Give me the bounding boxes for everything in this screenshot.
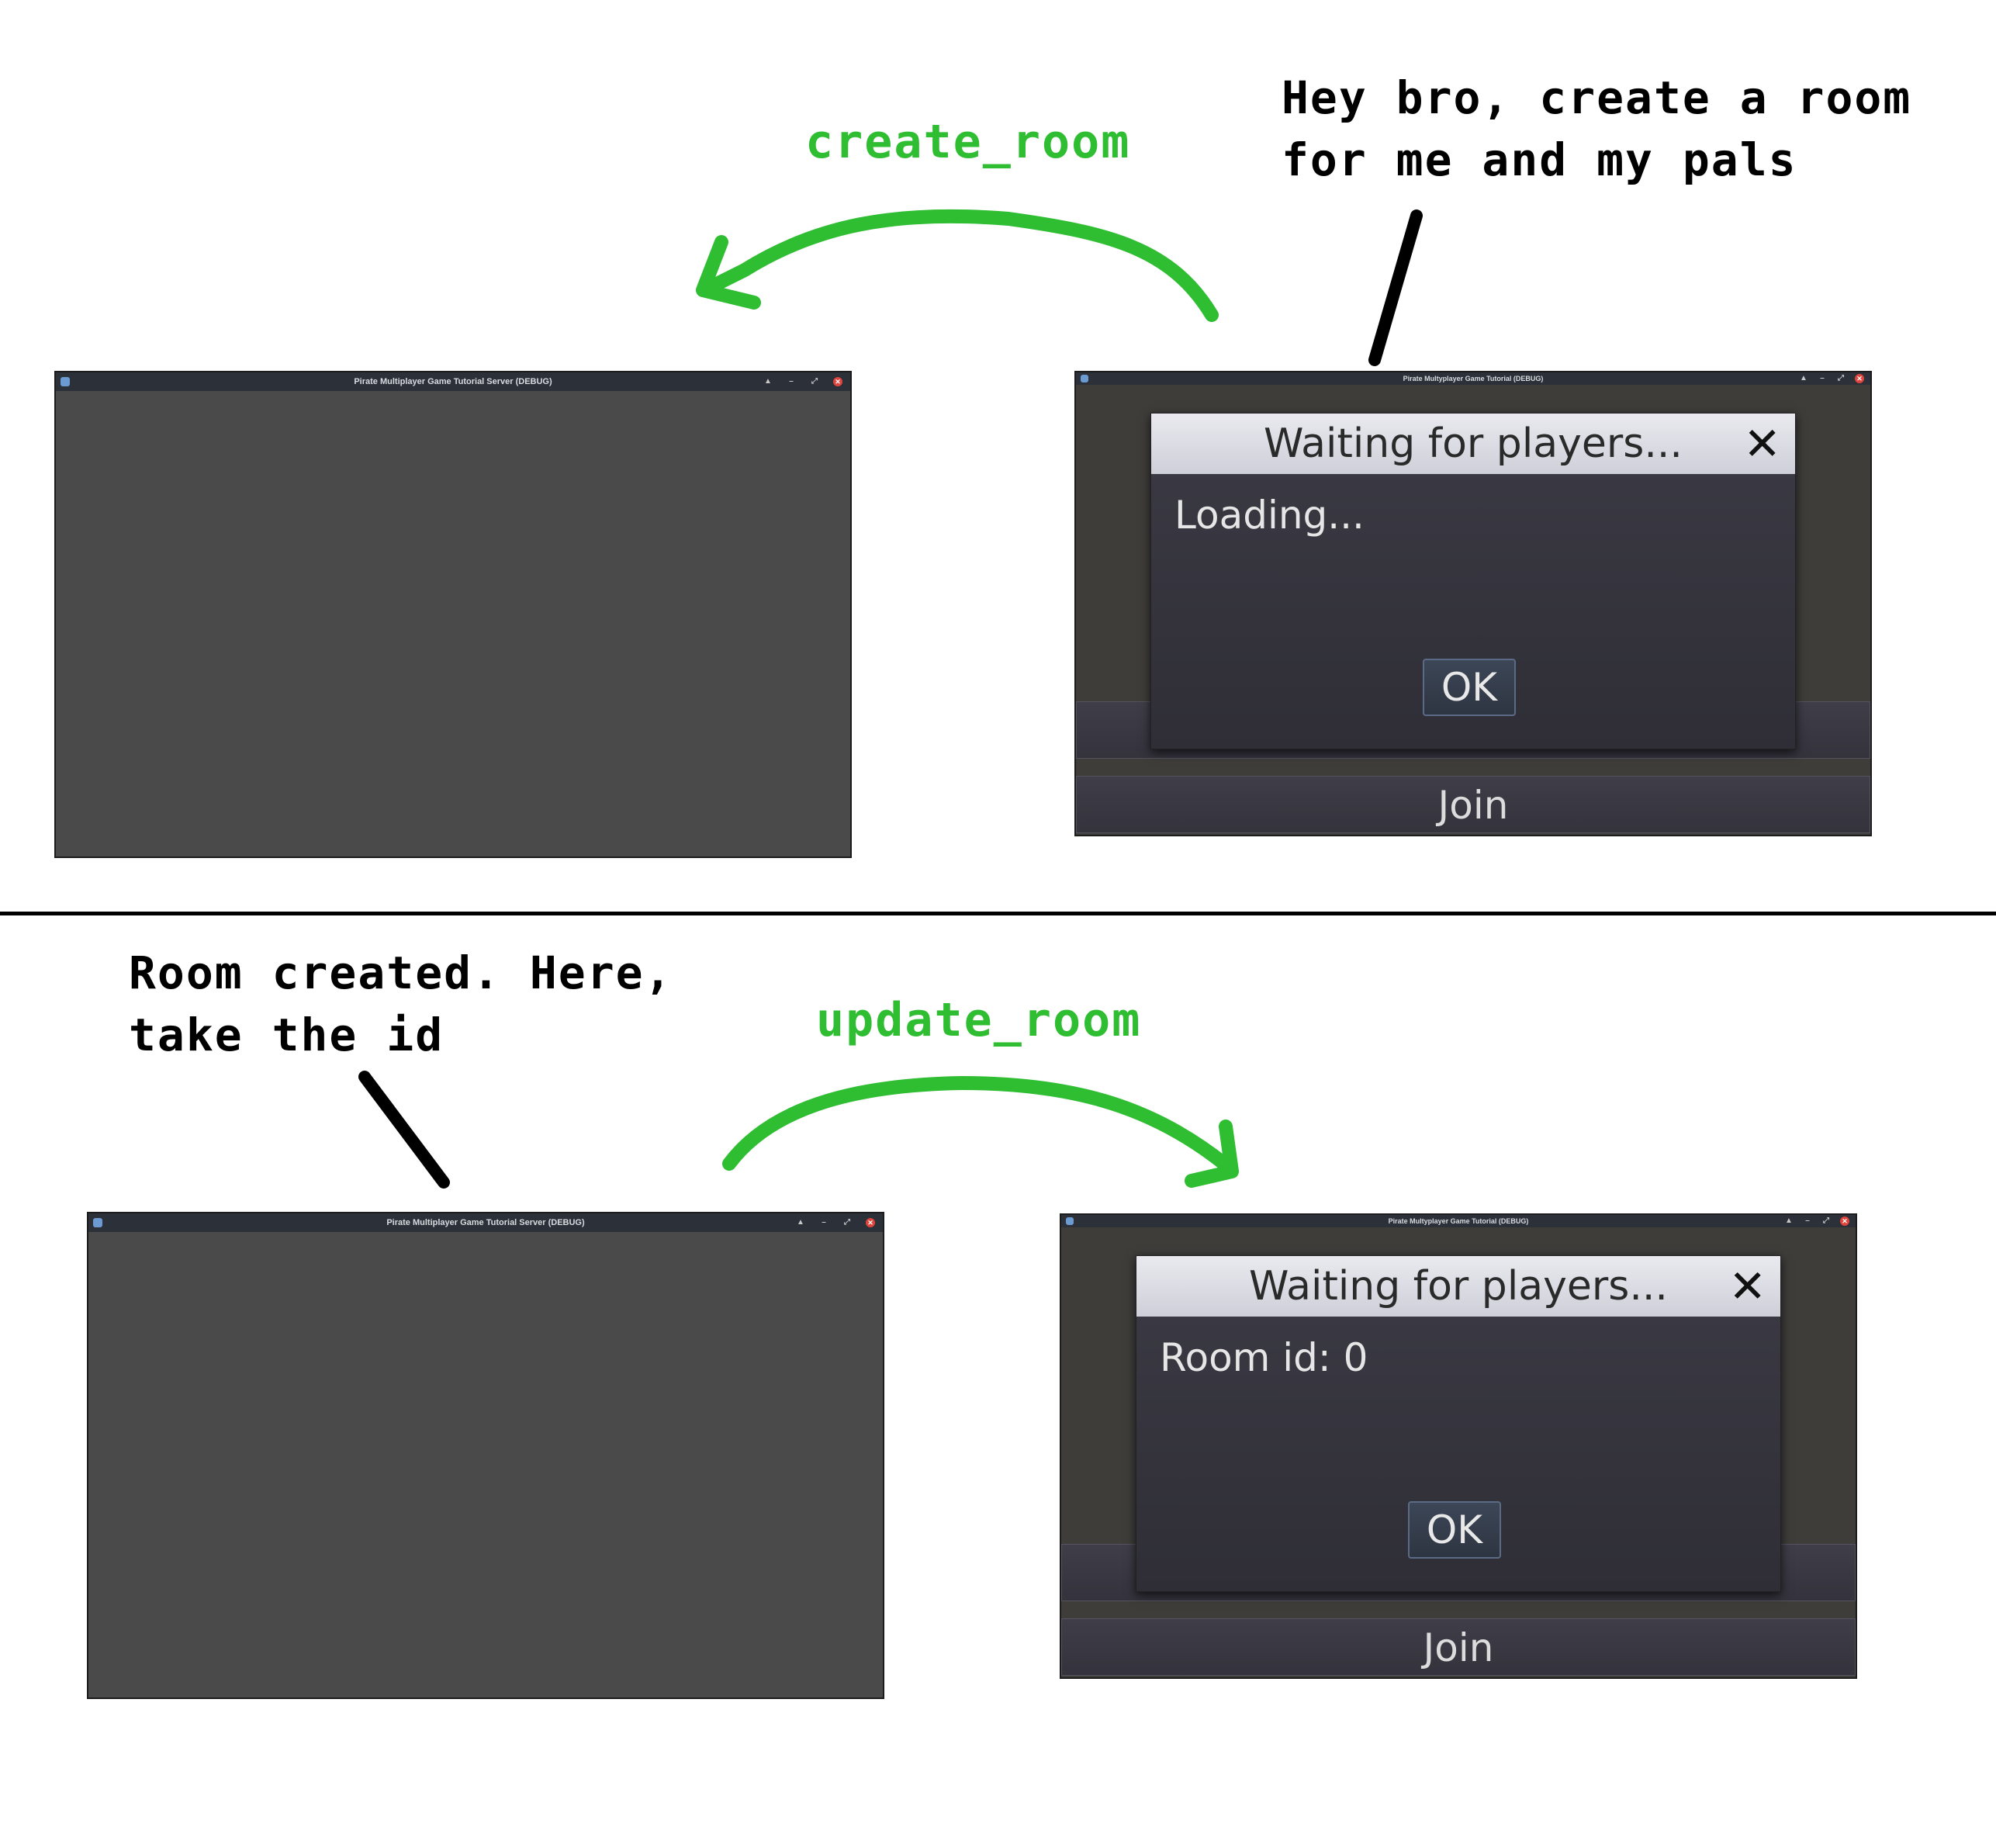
titlebar: Pirate Multiplayer Game Tutorial Server … <box>56 372 850 391</box>
close-icon[interactable]: ✕ <box>1840 1216 1849 1226</box>
keep-above-icon[interactable]: ▲ <box>797 1218 804 1227</box>
server-window-bottom: Pirate Multiplayer Game Tutorial Server … <box>87 1212 884 1699</box>
join-label: Join <box>1423 1625 1494 1670</box>
maximize-icon[interactable]: ⤢ <box>811 377 818 386</box>
titlebar: Pirate Multyplayer Game Tutorial (DEBUG)… <box>1076 372 1870 385</box>
ok-button[interactable]: OK <box>1423 659 1516 716</box>
app-icon <box>93 1218 102 1227</box>
app-icon <box>1081 375 1088 382</box>
window-title: Pirate Multiplayer Game Tutorial Server … <box>386 1218 585 1227</box>
minimize-icon[interactable]: – <box>1820 374 1825 382</box>
ok-button[interactable]: OK <box>1408 1501 1501 1559</box>
waiting-dialog: Waiting for players... ✕ Loading... OK <box>1150 413 1796 749</box>
pointer-line-bottom <box>358 1071 450 1189</box>
dialog-title: Waiting for players... <box>1136 1256 1780 1317</box>
arrow-create-room <box>701 209 1219 322</box>
window-title: Pirate Multyplayer Game Tutorial (DEBUG) <box>1403 375 1544 382</box>
minimize-icon[interactable]: – <box>822 1218 826 1227</box>
arrow-label-create-room: create_room <box>805 115 1131 169</box>
minimize-icon[interactable]: – <box>789 377 794 386</box>
maximize-icon[interactable]: ⤢ <box>1823 1216 1829 1225</box>
annotation-bottom: Room created. Here, take the id <box>129 946 673 1061</box>
pointer-line-top <box>1368 209 1423 366</box>
titlebar: Pirate Multiplayer Game Tutorial Server … <box>88 1213 883 1232</box>
join-button[interactable]: Join <box>1061 1618 1856 1676</box>
dialog-text: Loading... <box>1174 493 1365 538</box>
waiting-dialog: Waiting for players... ✕ Room id: 0 OK <box>1136 1255 1781 1592</box>
arrow-update-room <box>722 1075 1231 1171</box>
app-icon <box>61 377 70 386</box>
arrow-update-room-head <box>1185 1120 1239 1188</box>
window-title: Pirate Multyplayer Game Tutorial (DEBUG) <box>1388 1217 1529 1225</box>
section-divider <box>0 912 1996 915</box>
close-icon[interactable]: ✕ <box>1855 374 1864 383</box>
close-icon[interactable]: ✕ <box>833 377 842 386</box>
join-button[interactable]: Join <box>1076 776 1870 833</box>
dialog-close-icon[interactable]: ✕ <box>1743 417 1781 470</box>
maximize-icon[interactable]: ⤢ <box>1838 374 1844 382</box>
keep-above-icon[interactable]: ▲ <box>1800 374 1807 382</box>
join-label: Join <box>1437 783 1509 828</box>
annotation-top: Hey bro, create a room for me and my pal… <box>1282 71 1912 186</box>
dialog-close-icon[interactable]: ✕ <box>1728 1260 1766 1313</box>
arrow-create-room-head <box>696 235 761 310</box>
dialog-title: Waiting for players... <box>1151 414 1795 474</box>
minimize-icon[interactable]: – <box>1805 1216 1810 1225</box>
keep-above-icon[interactable]: ▲ <box>1785 1216 1793 1225</box>
arrow-label-update-room: update_room <box>816 993 1142 1047</box>
close-icon[interactable]: ✕ <box>866 1218 875 1227</box>
server-window-top: Pirate Multiplayer Game Tutorial Server … <box>54 371 852 858</box>
client-window-top: Pirate Multyplayer Game Tutorial (DEBUG)… <box>1074 371 1872 836</box>
app-icon <box>1066 1217 1074 1225</box>
dialog-text: Room id: 0 <box>1160 1335 1368 1380</box>
client-window-bottom: Pirate Multyplayer Game Tutorial (DEBUG)… <box>1060 1213 1857 1679</box>
window-title: Pirate Multiplayer Game Tutorial Server … <box>354 377 552 386</box>
keep-above-icon[interactable]: ▲ <box>764 377 772 386</box>
maximize-icon[interactable]: ⤢ <box>844 1218 850 1227</box>
titlebar: Pirate Multyplayer Game Tutorial (DEBUG)… <box>1061 1215 1856 1227</box>
